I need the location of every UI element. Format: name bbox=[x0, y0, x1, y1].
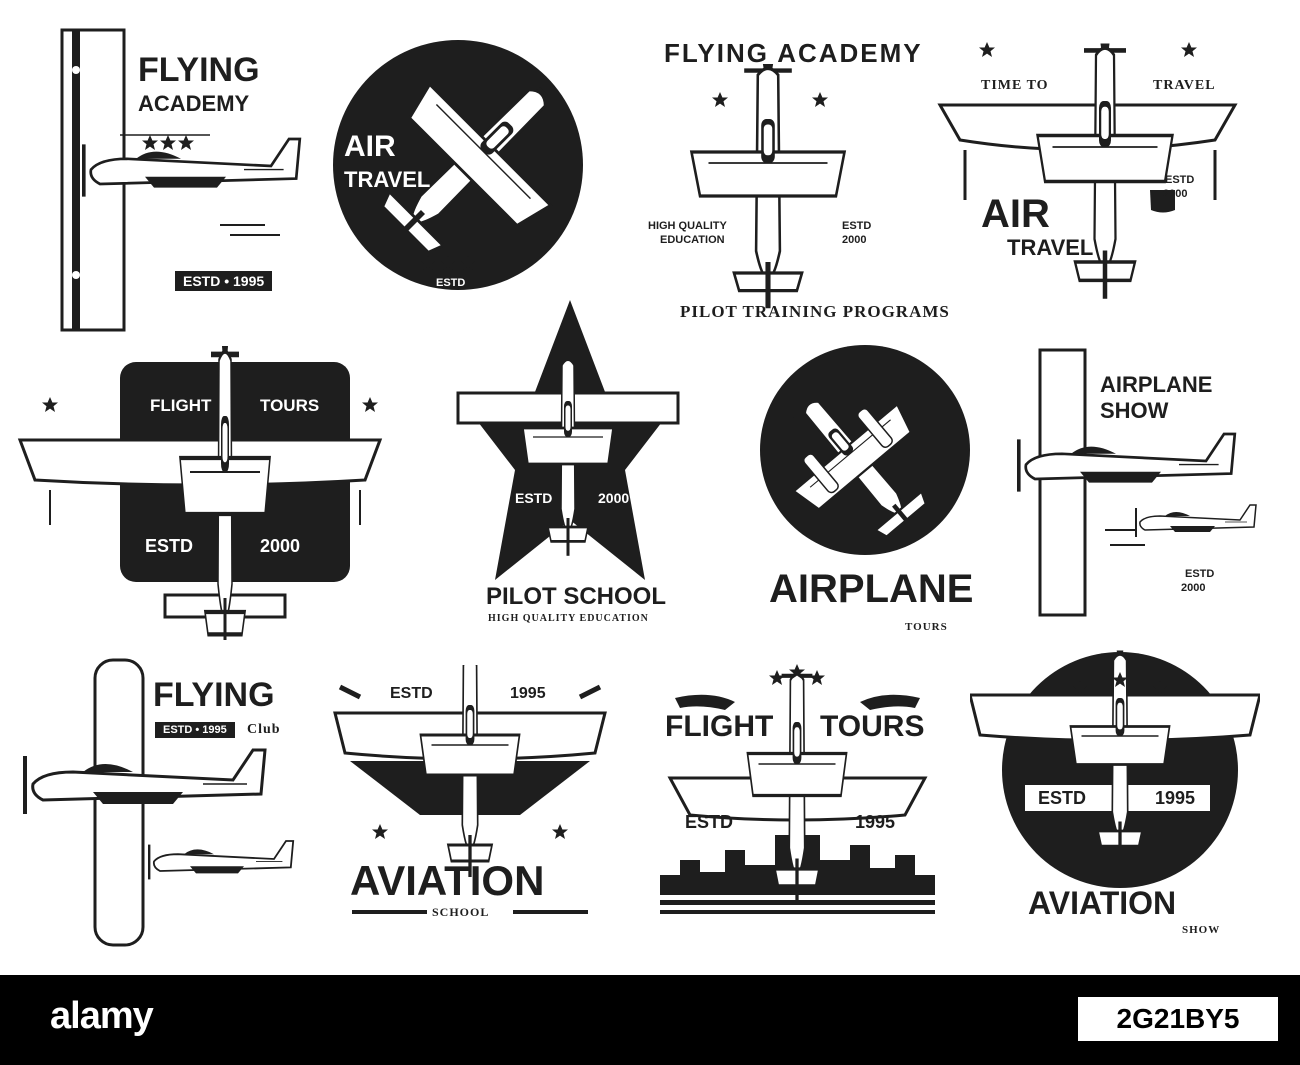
emblem-flight-tours-city: FLIGHT TOURS ESTD 1995 bbox=[655, 660, 940, 950]
left-label: FLIGHT bbox=[665, 710, 774, 743]
estd-label: ESTD bbox=[1038, 788, 1087, 808]
estd-label: ESTD bbox=[515, 490, 553, 506]
emblem-title: AVIATION bbox=[1028, 885, 1177, 921]
estd-label: ESTD bbox=[145, 536, 194, 556]
estd-year: 2000 bbox=[434, 291, 459, 303]
emblem-flying-academy: FLYING ACADEMY ESTD • 1995 bbox=[20, 15, 320, 335]
emblem-title: AIRPLANE bbox=[769, 567, 974, 611]
estd-year: 2000 bbox=[260, 536, 301, 556]
emblem-title: PILOT SCHOOL bbox=[486, 583, 666, 610]
emblem-airplane-show: AIRPLANE SHOW ESTD 2000 bbox=[995, 340, 1290, 630]
stock-footer-bar: alamy 2G21BY5 bbox=[0, 975, 1300, 1065]
emblem-title-line-1: AIR bbox=[344, 130, 396, 163]
estd-year: 1995 bbox=[855, 812, 896, 832]
estd-year: 2000 bbox=[598, 490, 630, 506]
estd-label: ESTD bbox=[1165, 174, 1195, 186]
estd-label: ESTD bbox=[436, 277, 466, 289]
shield-plane-illustration bbox=[17, 340, 383, 640]
estd-label: ESTD bbox=[685, 812, 734, 832]
emblem-title-line-2: TRAVEL bbox=[1007, 235, 1094, 260]
arc-subtitle: PILOT TRAINING PROGRAMS bbox=[680, 302, 950, 321]
emblem-aviation-show: ESTD 1995 AVIATION SHOW bbox=[970, 650, 1260, 950]
emblem-flight-tours: FLIGHT TOURS ESTD 2000 bbox=[10, 340, 400, 640]
brand-name: alamy bbox=[50, 995, 154, 1037]
emblem-subtitle: TOURS bbox=[905, 621, 948, 633]
emblem-subtitle: HIGH QUALITY EDUCATION bbox=[488, 613, 649, 624]
twin-engine-illustration bbox=[753, 345, 970, 575]
side-planes-illustration bbox=[1016, 348, 1257, 617]
arc-title: FLYING ACADEMY bbox=[664, 38, 923, 68]
brand-logo: alamy bbox=[50, 995, 154, 1038]
estd-year: 1995 bbox=[1155, 788, 1196, 808]
emblem-pilot-school: ESTD 2000 PILOT SCHOOL HIGH QUALITY EDUC… bbox=[430, 295, 680, 635]
star-plane-illustration bbox=[456, 300, 680, 580]
top-right-label: TRAVEL bbox=[1153, 78, 1216, 93]
right-label: TOURS bbox=[260, 396, 320, 415]
estd-year: 2000 bbox=[1181, 582, 1206, 594]
subtitle-line-1: HIGH QUALITY bbox=[648, 220, 727, 232]
emblem-title-line-1: FLYING bbox=[138, 51, 260, 89]
emblem-title-line-1: AIRPLANE bbox=[1100, 372, 1213, 397]
emblem-title: FLYING bbox=[153, 676, 275, 714]
emblem-flying-academy-round: FLYING ACADEMY PILOT TRAINING PROGRAMS H… bbox=[610, 10, 949, 335]
estd-label: ESTD bbox=[1185, 568, 1215, 580]
estd-label: ESTD • 1995 bbox=[155, 722, 235, 738]
fringe-plane-illustration bbox=[333, 665, 607, 914]
emblem-title-line-2: SHOW bbox=[1100, 398, 1169, 423]
estd-year: 2000 bbox=[1163, 188, 1188, 200]
emblem-aviation-school: ESTD 1995 AVIATION SCHOOL bbox=[320, 665, 620, 955]
wing-plane-illustration bbox=[937, 10, 1238, 335]
right-label: TOURS bbox=[820, 710, 925, 743]
circle-plane-illustration bbox=[332, 28, 607, 303]
emblem-title-line-2: ACADEMY bbox=[138, 91, 250, 116]
estd-label: ESTD bbox=[390, 685, 433, 702]
estd-label: ESTD bbox=[842, 220, 872, 232]
estd-label: ESTD • 1995 bbox=[175, 271, 273, 291]
emblem-subtitle: Club bbox=[247, 722, 281, 737]
emblem-title-line-2: TRAVEL bbox=[344, 167, 431, 192]
emblem-title: AVIATION bbox=[350, 857, 545, 904]
circle-fringe-illustration bbox=[970, 650, 1260, 888]
emblem-subtitle: SHOW bbox=[1182, 924, 1221, 936]
emblem-airplane-tours: AIRPLANE TOURS bbox=[735, 345, 985, 645]
emblem-title-line-1: AIR bbox=[981, 192, 1050, 236]
emblem-flying-club: FLYING ESTD • 1995 Club bbox=[15, 650, 315, 950]
emblem-air-travel: AIR TRAVEL ESTD 2000 bbox=[300, 15, 625, 340]
biplane-side-illustration bbox=[60, 28, 302, 332]
image-id-badge: 2G21BY5 bbox=[1078, 997, 1278, 1041]
city-plane-illustration bbox=[660, 664, 935, 914]
estd-year: 1995 bbox=[510, 685, 546, 702]
subtitle-line-2: EDUCATION bbox=[660, 234, 725, 246]
estd-year: 2000 bbox=[842, 234, 867, 246]
fighters-illustration bbox=[23, 658, 295, 947]
emblem-time-to-travel: TIME TO TRAVEL AIR TRAVEL ESTD 2000 bbox=[925, 10, 1250, 335]
left-label: FLIGHT bbox=[150, 396, 212, 415]
top-left-label: TIME TO bbox=[981, 78, 1049, 93]
emblem-subtitle: SCHOOL bbox=[432, 905, 490, 919]
